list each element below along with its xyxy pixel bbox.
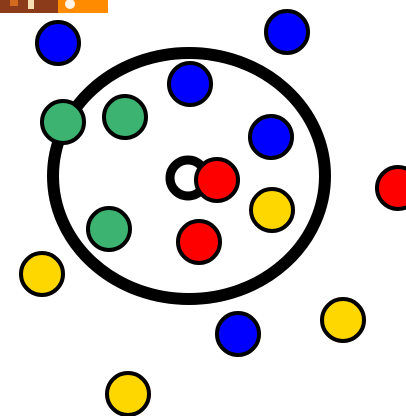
green-token[interactable] bbox=[42, 101, 84, 143]
blue-token[interactable] bbox=[250, 116, 292, 158]
red-token[interactable] bbox=[196, 159, 238, 201]
yellow-token[interactable] bbox=[21, 253, 63, 295]
blue-token[interactable] bbox=[169, 63, 211, 105]
blue-token[interactable] bbox=[266, 11, 308, 53]
green-token[interactable] bbox=[104, 96, 146, 138]
yellow-token[interactable] bbox=[251, 189, 293, 231]
yellow-token[interactable] bbox=[107, 373, 149, 415]
red-token[interactable] bbox=[178, 221, 220, 263]
green-token[interactable] bbox=[88, 208, 130, 250]
blue-token[interactable] bbox=[217, 313, 259, 355]
red-token[interactable] bbox=[377, 167, 406, 209]
blue-token[interactable] bbox=[37, 22, 79, 64]
yellow-token[interactable] bbox=[322, 299, 364, 341]
